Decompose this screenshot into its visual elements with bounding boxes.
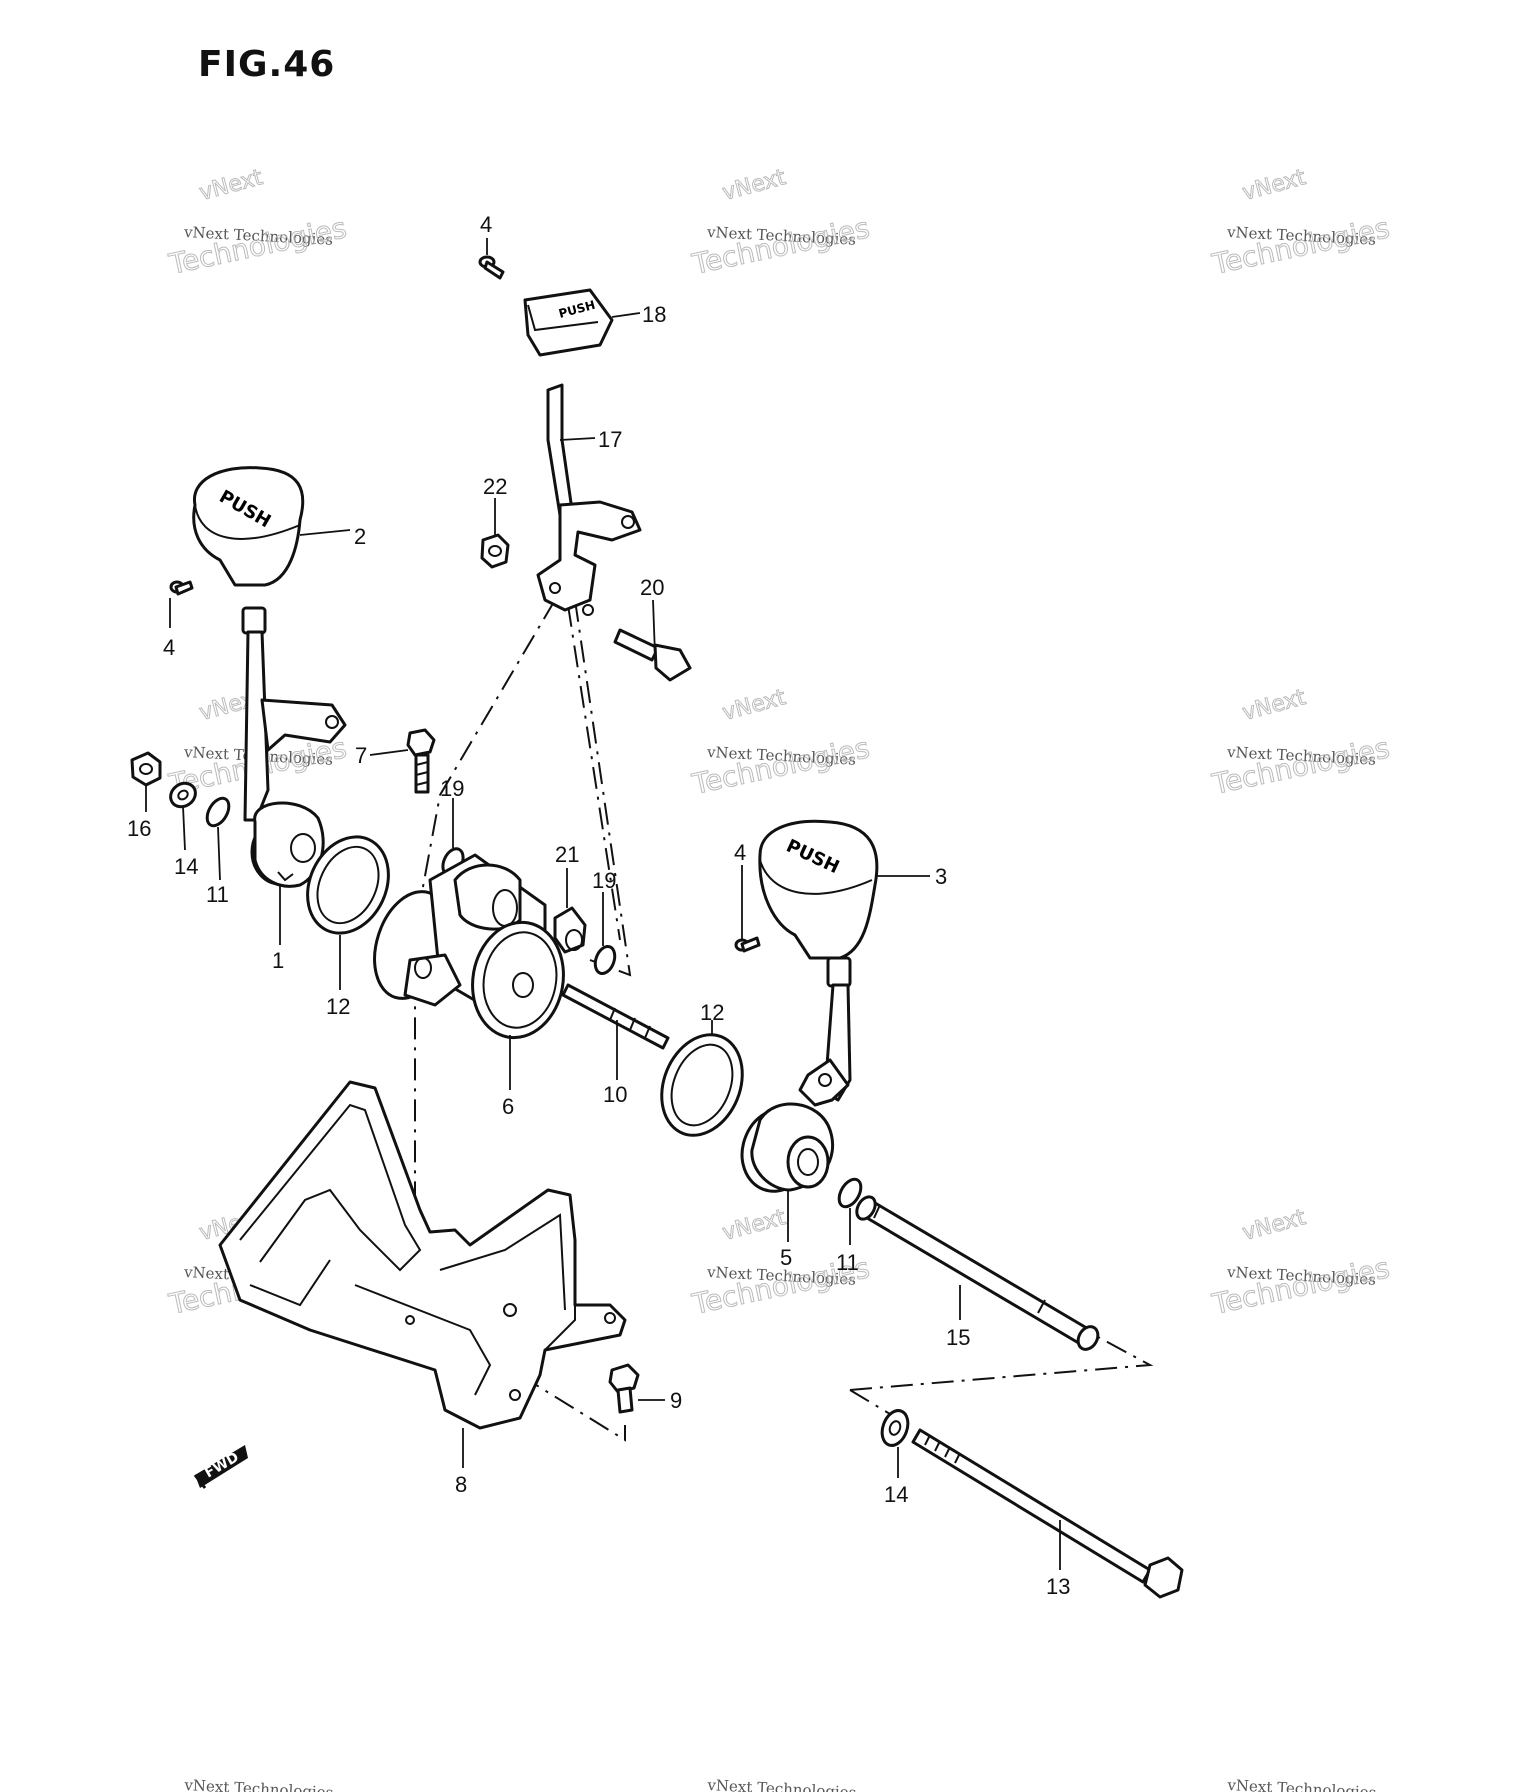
watermark-brand: vNext: [720, 165, 789, 206]
watermark-group: vNext vNext Technologies Technologies vN…: [165, 165, 1393, 1792]
watermark-brand: vNext: [1240, 1205, 1309, 1246]
watermark-text: vNext Technologies: [183, 1776, 334, 1792]
watermark-text: vNext Technologies: [1226, 1776, 1377, 1792]
callout-15: 15: [946, 1325, 970, 1350]
bolt-9: [608, 1363, 640, 1414]
assembly-line: [414, 599, 556, 1345]
watermark-brand: Technologies: [1209, 1251, 1393, 1321]
callout-20: 20: [640, 575, 664, 600]
seal-12-left: [306, 835, 390, 935]
callout-14: 14: [174, 854, 198, 879]
callout-16: 16: [127, 816, 151, 841]
watermark-tile: vNext Technologies: [706, 1776, 857, 1792]
callout-numbers: 4 18 17 22 2 4 20 7 16 14 11 19 1 12 21 …: [127, 212, 1070, 1599]
bolt-13: [911, 1428, 1184, 1599]
assembly-line: [849, 1329, 1154, 1391]
forward-label: FWD: [202, 1449, 242, 1481]
washer-14-lower: [880, 1409, 910, 1447]
callout-12: 12: [326, 994, 350, 1019]
leader-lines: [145, 238, 1061, 1570]
bolt-7: [406, 728, 436, 794]
knob-2: PUSH: [192, 466, 305, 587]
watermark-brand: vNext: [197, 165, 266, 206]
callout-8: 8: [455, 1472, 467, 1497]
watermark-brand: vNext: [720, 685, 789, 726]
watermark-brand: Technologies: [1209, 211, 1393, 281]
callout-17: 17: [598, 427, 622, 452]
watermark-tile: vNext Technologies: [183, 1776, 334, 1792]
watermark-brand: vNext: [1240, 165, 1309, 206]
callout-5: 5: [780, 1245, 792, 1270]
callout-13: 13: [1046, 1574, 1070, 1599]
screw-4-left: [169, 580, 194, 596]
shift-lever-17: [536, 383, 642, 616]
watermark-brand: vNext: [720, 1205, 789, 1246]
watermark-tile: vNext vNext Technologies Technologies: [1208, 685, 1393, 802]
shift-arm-5: [740, 956, 852, 1193]
callout-9: 9: [670, 1388, 682, 1413]
watermark-text: vNext Technologies: [706, 1776, 857, 1792]
callout-4: 4: [734, 840, 746, 865]
watermark-brand: Technologies: [1209, 731, 1393, 801]
bolt-20: [613, 628, 692, 682]
seal-12-right: [660, 1033, 744, 1137]
callout-4: 4: [480, 212, 492, 237]
callout-6: 6: [502, 1094, 514, 1119]
watermark-brand: vNext: [1240, 685, 1309, 726]
nut-16: [130, 751, 162, 787]
callout-18: 18: [642, 302, 666, 327]
callout-10: 10: [603, 1082, 627, 1107]
pin-21: [553, 906, 587, 954]
ring-11-right: [837, 1177, 863, 1209]
watermark-tile: vNext Technologies: [1226, 1776, 1377, 1792]
watermark-brand: Technologies: [166, 211, 350, 281]
callout-2: 2: [354, 524, 366, 549]
callout-3: 3: [935, 864, 947, 889]
knob-3: PUSH: [758, 819, 879, 960]
watermark-brand: Technologies: [689, 211, 873, 281]
callout-11: 11: [206, 882, 229, 907]
push-button-cap-18: PUSH: [523, 288, 614, 357]
watermark-tile: vNext vNext Technologies Technologies: [165, 165, 350, 282]
callout-22: 22: [483, 474, 507, 499]
callout-19: 19: [592, 868, 616, 893]
ring-19-lower: [593, 944, 617, 976]
assembly-line: [567, 604, 621, 941]
callout-14: 14: [884, 1482, 908, 1507]
watermark-brand: Technologies: [689, 731, 873, 801]
callout-21: 21: [555, 842, 579, 867]
callout-12: 12: [700, 1000, 724, 1025]
watermark-tile: vNext vNext Technologies Technologies: [1208, 1205, 1393, 1322]
callout-19: 19: [440, 776, 464, 801]
bracket-8: [218, 1080, 627, 1430]
shift-arm-1: [241, 606, 347, 888]
shift-housing-6: [373, 853, 565, 1040]
assembly-line: [574, 599, 632, 977]
shaft-15: [855, 1195, 1100, 1351]
figure-title: FIG.46: [198, 44, 336, 85]
callout-1: 1: [272, 948, 284, 973]
assembly-line: [519, 1374, 626, 1442]
ring-11: [205, 796, 231, 828]
shaft-10: [561, 983, 670, 1050]
watermark-tile: vNext vNext Technologies Technologies: [688, 165, 873, 282]
screw-4-right: [734, 936, 761, 953]
watermark-tile: vNext vNext Technologies Technologies: [688, 685, 873, 802]
screw-4-top: [478, 255, 505, 280]
nut-22: [480, 533, 510, 569]
forward-arrow-icon: FWD: [193, 1445, 248, 1489]
callout-7: 7: [355, 743, 367, 768]
callout-11: 11: [836, 1250, 859, 1275]
washer-14: [169, 781, 197, 809]
watermark-tile: vNext vNext Technologies Technologies: [1208, 165, 1393, 282]
callout-4: 4: [163, 635, 175, 660]
